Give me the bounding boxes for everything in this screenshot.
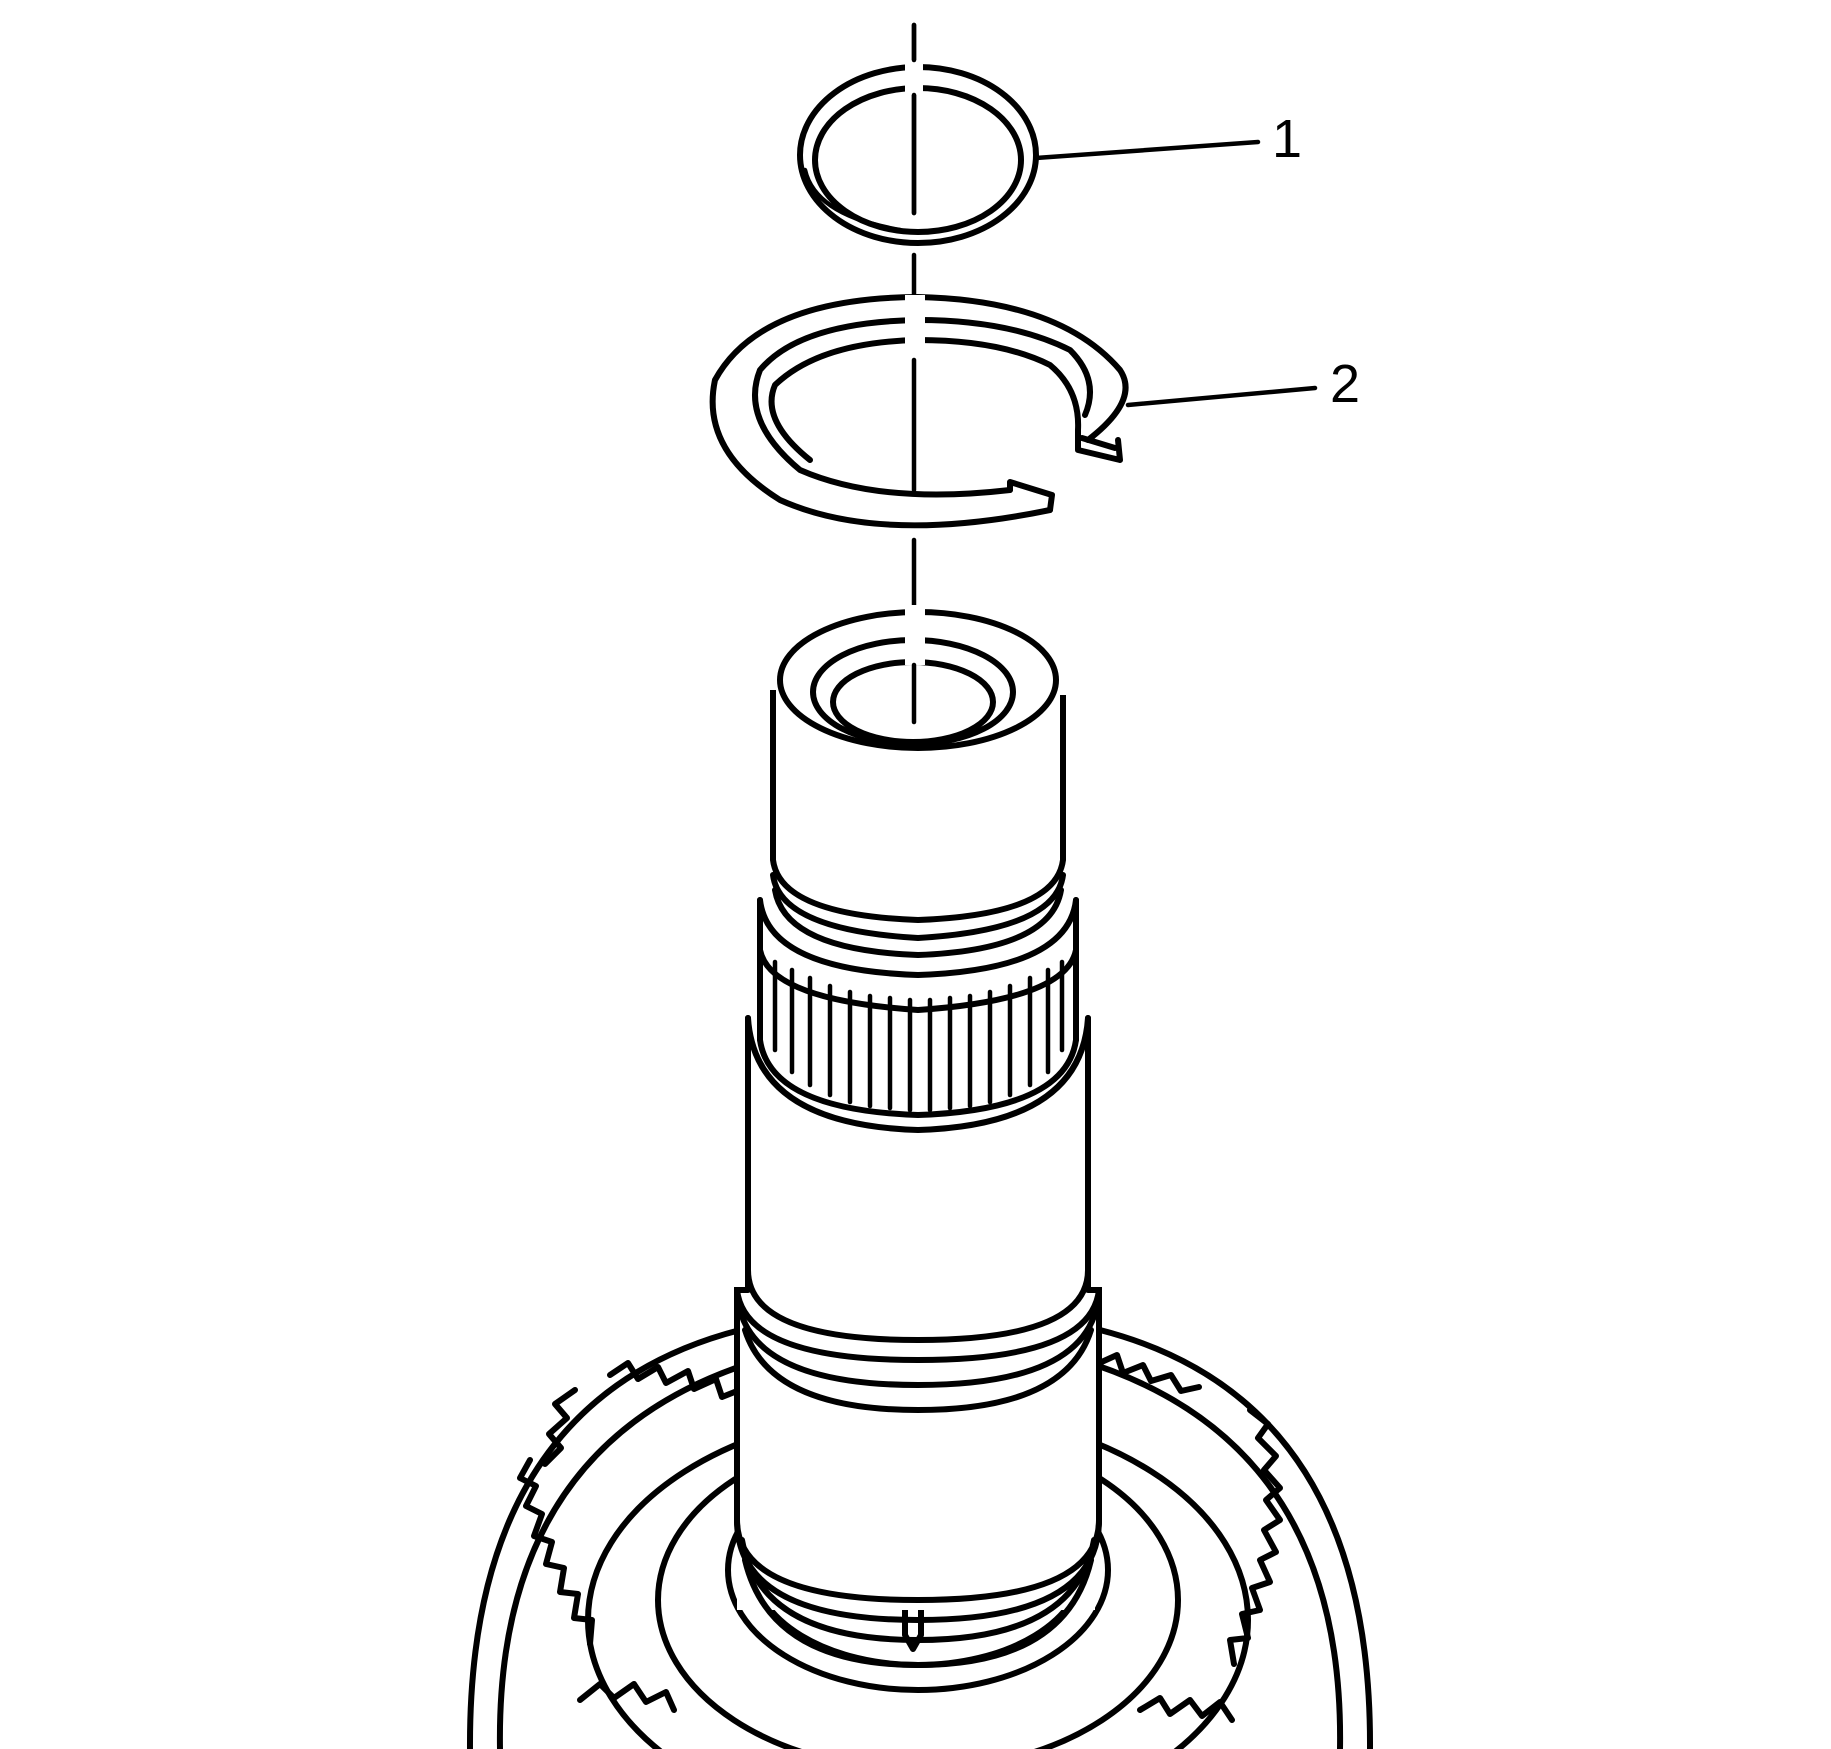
shaft-top-section [770, 609, 1066, 924]
leader-line-1 [1033, 139, 1261, 161]
shaft-lower-section [734, 1287, 1102, 1668]
shaft-spline-section [745, 872, 1091, 1133]
leader-line-2 [1125, 385, 1318, 408]
callout-1: 1 [1272, 109, 1303, 169]
callout-2: 2 [1330, 354, 1361, 414]
center-axis-line [900, 22, 930, 725]
snap-ring-2 [709, 294, 1129, 529]
